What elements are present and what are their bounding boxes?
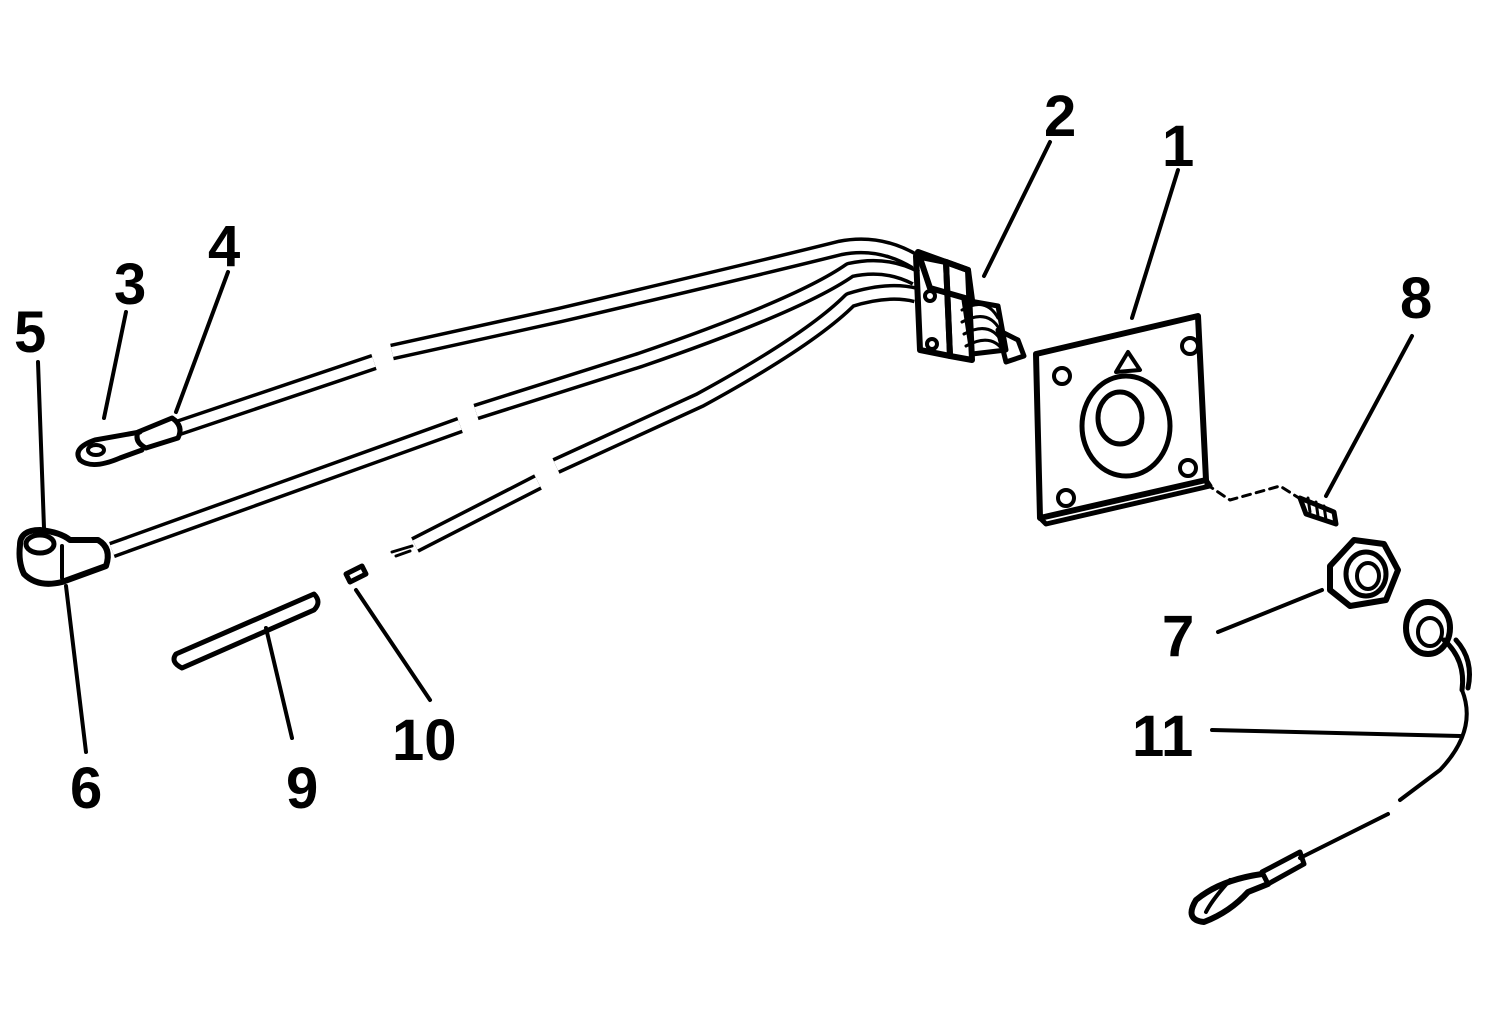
terminal-sleeve: [134, 415, 183, 451]
leader-5: [36, 360, 46, 530]
callout-4: 4: [208, 214, 240, 279]
eye-terminal: [16, 527, 111, 587]
callout-3: 3: [114, 252, 146, 317]
leader-2: [982, 140, 1052, 278]
leader-11: [1210, 728, 1462, 738]
mounting-plate: [1033, 313, 1213, 527]
hex-nut: [1327, 537, 1401, 609]
screw: [1204, 482, 1339, 527]
callout-6: 6: [70, 756, 102, 821]
callout-1: 1: [1162, 114, 1194, 179]
ring-terminal: [75, 429, 145, 467]
push-button-switch: [913, 249, 1027, 365]
leader-8: [1324, 334, 1414, 498]
callout-2: 2: [1044, 84, 1076, 149]
leader-10: [354, 588, 432, 702]
callout-9: 9: [286, 756, 318, 821]
wire-harness: [109, 237, 921, 558]
callout-labels: 1 2 3 4 5 6 7 8 9 10 11: [14, 84, 1432, 821]
leader-1: [1130, 168, 1180, 320]
leader-7: [1216, 588, 1324, 634]
leader-4: [174, 270, 230, 414]
callout-11: 11: [1132, 704, 1193, 769]
callout-8: 8: [1400, 266, 1432, 331]
callout-5: 5: [14, 300, 46, 365]
connector-sleeve: [343, 563, 369, 585]
lanyard: [1188, 599, 1472, 925]
tubing: [171, 591, 321, 671]
leader-9: [264, 626, 294, 740]
callout-10: 10: [392, 708, 457, 773]
leader-6: [64, 584, 88, 754]
callout-7: 7: [1162, 604, 1194, 669]
leader-3: [102, 310, 128, 420]
leader-lines: [36, 140, 1462, 754]
